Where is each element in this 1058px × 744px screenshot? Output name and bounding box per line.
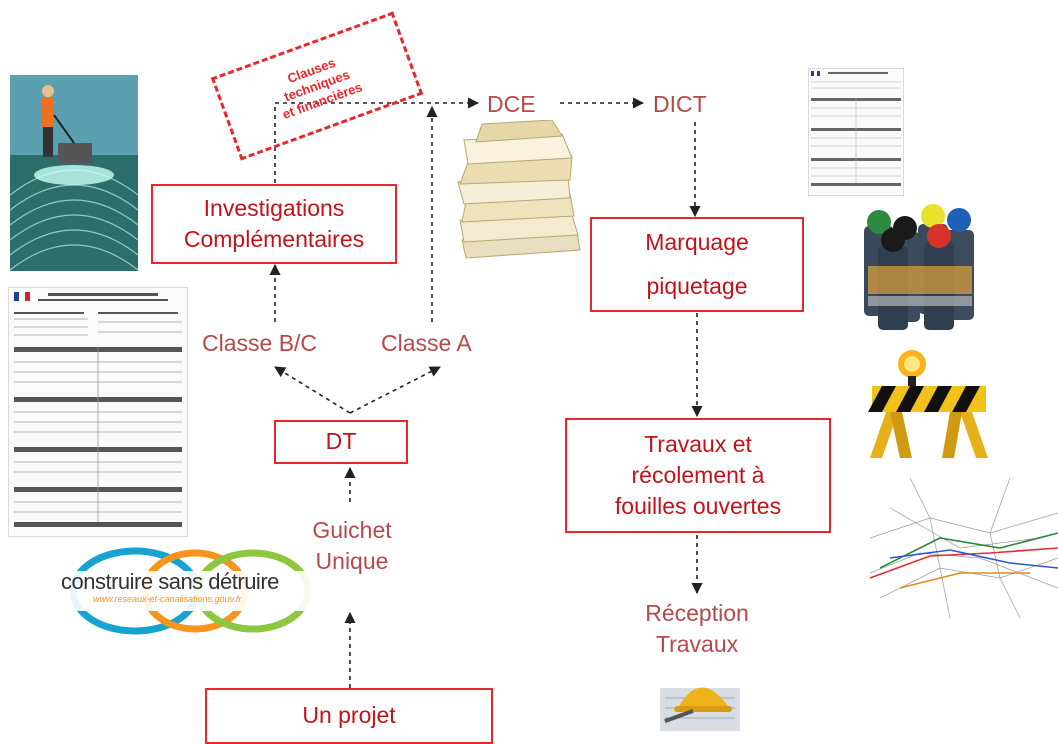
investigations-line-1: Investigations: [203, 194, 345, 221]
guichet-line-1: Guichet: [312, 517, 392, 543]
investigations-box: Investigations Complémentaires: [151, 184, 397, 264]
road-barrier-image: [868, 350, 988, 458]
spray-cans-image: [864, 204, 974, 330]
arrow-dt-classebc: [274, 366, 351, 414]
arrow-dt-classea: [349, 366, 441, 414]
dt-box: DT: [274, 420, 408, 464]
guichet-label: Guichet Unique: [302, 515, 402, 577]
travaux-line-1: Travaux et: [644, 430, 752, 457]
projet-box: Un projet: [205, 688, 493, 744]
marquage-line-2: piquetage: [646, 272, 748, 299]
travaux-box: Travaux et récolement à fouilles ouverte…: [565, 418, 831, 533]
form-document-right: [808, 68, 904, 196]
investigations-line-2: Complémentaires: [183, 226, 365, 252]
reception-line-1: Réception: [645, 600, 749, 626]
paper-stack-image: [457, 120, 581, 259]
helmet-plans-image: [660, 687, 740, 731]
network-map-image: [870, 478, 1058, 618]
reception-line-2: Travaux: [655, 631, 739, 658]
logo-title: construire sans détruire: [61, 569, 279, 594]
marquage-line-1: Marquage: [645, 228, 749, 255]
travaux-line-3: fouilles ouvertes: [614, 493, 782, 520]
travaux-line-2: récolement à: [631, 461, 765, 488]
guichet-line-2: Unique: [315, 548, 389, 575]
reception-label: Réception Travaux: [622, 598, 772, 660]
dict-label: DICT: [653, 91, 707, 117]
dt-label: DT: [325, 428, 357, 455]
ground-radar-image: [10, 75, 138, 271]
form-document-left: [8, 287, 188, 537]
classe-a-label: Classe A: [381, 330, 472, 356]
dce-label: DCE: [487, 91, 536, 117]
logo: construire sans détruire www.reseaux-et-…: [55, 543, 320, 641]
marquage-box: Marquage piquetage: [590, 217, 804, 312]
projet-label: Un projet: [302, 702, 396, 728]
classe-bc-label: Classe B/C: [202, 330, 318, 356]
logo-rings-icon: [55, 547, 320, 635]
logo-url: www.reseaux-et-canalisations.gouv.fr: [93, 594, 242, 604]
